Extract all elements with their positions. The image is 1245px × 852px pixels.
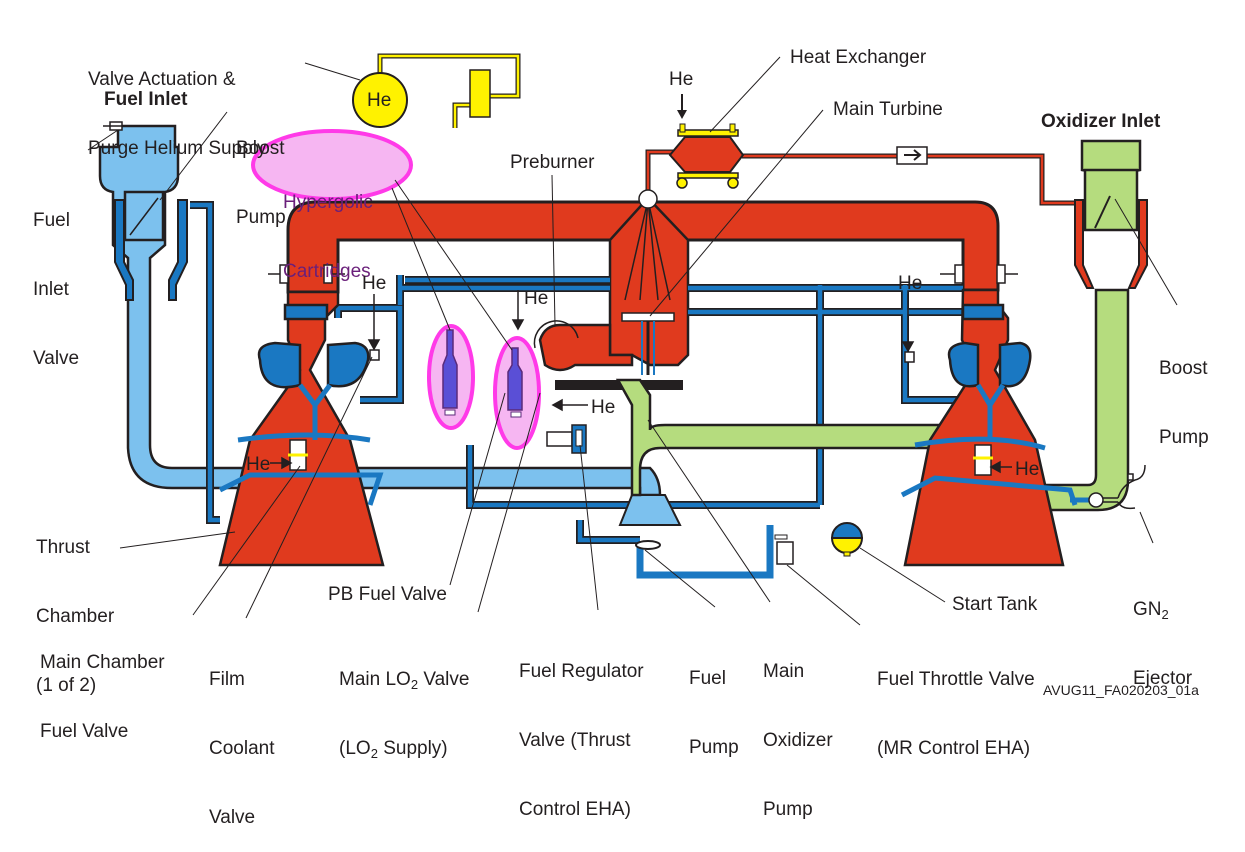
preburner-turbine bbox=[538, 196, 690, 375]
label-fuel-regulator-valve: Fuel Regulator Valve (Thrust Control EHA… bbox=[519, 614, 644, 844]
label-hypergolic-cartridges: Hypergolic Cartridges bbox=[283, 145, 373, 306]
label-line: Fuel bbox=[33, 210, 70, 231]
label-boost-pump-right: Boost Pump bbox=[1159, 311, 1209, 472]
start-tank bbox=[830, 522, 864, 557]
text: (LO bbox=[339, 738, 371, 759]
label-line: Valve bbox=[209, 807, 256, 828]
pump-shaft-bar bbox=[555, 380, 683, 390]
label-line: (LO2 Supply) bbox=[339, 737, 469, 760]
label-fuel-throttle-valve: Fuel Throttle Valve (MR Control EHA) bbox=[877, 622, 1035, 783]
label-line: Pump bbox=[689, 737, 739, 758]
thrust-chamber-left bbox=[218, 290, 385, 567]
label-line: Purge Helium Supply bbox=[88, 138, 267, 159]
label-main-turbine: Main Turbine bbox=[833, 99, 943, 120]
oxidizer-inlet-line bbox=[615, 139, 1142, 512]
label-line: Fuel Throttle Valve bbox=[877, 669, 1035, 690]
label-line: Control EHA) bbox=[519, 799, 631, 820]
fuel-throttle-valve bbox=[774, 534, 794, 565]
he-label-left-chamber: He bbox=[246, 454, 271, 475]
label-line: Fuel Valve bbox=[40, 721, 129, 742]
text: Main LO bbox=[339, 669, 411, 690]
label-line: Thrust bbox=[36, 537, 90, 558]
gn2-ejector bbox=[1070, 464, 1146, 510]
label-boost-pump-left: Boost Pump bbox=[236, 91, 286, 252]
label-line: Fuel bbox=[689, 668, 726, 689]
label-line: Coolant bbox=[209, 738, 275, 759]
text: GN bbox=[1133, 599, 1162, 620]
label-valve-actuation: Valve Actuation & Purge Helium Supply bbox=[88, 22, 266, 183]
fuel-regulator-valve bbox=[546, 424, 587, 454]
label-fuel-pump: Fuel Pump bbox=[689, 621, 739, 782]
label-fuel-inlet: Fuel Inlet bbox=[104, 89, 188, 110]
label-line: Pump bbox=[236, 207, 286, 228]
label-line: Main Chamber bbox=[40, 652, 165, 673]
label-line: Valve (Thrust bbox=[519, 730, 631, 751]
engine-schematic bbox=[87, 53, 1178, 626]
he-label-left-purge: He bbox=[362, 273, 387, 294]
he-arrows bbox=[270, 290, 1012, 474]
label-line: Ejector bbox=[1133, 668, 1193, 689]
label-main-chamber-fuel-valve: Main Chamber Fuel Valve bbox=[40, 605, 165, 766]
label-preburner: Preburner bbox=[510, 152, 595, 173]
he-label-lo2-valve: He bbox=[524, 288, 549, 309]
fuel-boost-pump-housing bbox=[114, 199, 188, 301]
label-oxidizer-inlet: Oxidizer Inlet bbox=[1041, 111, 1161, 132]
label-start-tank: Start Tank bbox=[952, 594, 1038, 615]
label-line: Boost bbox=[1159, 358, 1208, 379]
label-line: Pump bbox=[1159, 427, 1209, 448]
label-line: Oxidizer bbox=[763, 730, 833, 751]
he-label-right-chamber: He bbox=[1015, 459, 1040, 480]
label-line: (1 of 2) bbox=[36, 675, 97, 696]
label-heat-exchanger: Heat Exchanger bbox=[790, 47, 927, 68]
label-line: Main LO2 Valve bbox=[339, 668, 469, 691]
label-line: (MR Control EHA) bbox=[877, 738, 1031, 759]
leader-lines bbox=[87, 56, 1178, 626]
helium-supply-system bbox=[352, 53, 521, 128]
label-pb-fuel-valve: PB Fuel Valve bbox=[328, 584, 447, 605]
he-label-pump-seal: He bbox=[591, 397, 616, 418]
fuel-pump bbox=[618, 494, 774, 579]
manifold-valves bbox=[268, 264, 1018, 284]
label-film-coolant-valve: Film Coolant Valve bbox=[209, 622, 275, 852]
label-line: Hypergolic bbox=[283, 192, 373, 213]
label-line: Main bbox=[763, 661, 805, 682]
label-line: Film bbox=[209, 669, 245, 690]
text: Supply) bbox=[377, 738, 448, 759]
label-line: Chamber bbox=[36, 606, 115, 627]
figure-id: AVUG11_FA020203_01a bbox=[1043, 682, 1199, 698]
he-purge-valves bbox=[369, 349, 915, 363]
hypergolic-cartridges bbox=[251, 129, 541, 450]
label-line: Pump bbox=[763, 799, 813, 820]
subscript: 2 bbox=[1161, 607, 1169, 622]
he-label-right-purge: He bbox=[898, 273, 923, 294]
subscript: 2 bbox=[410, 677, 419, 692]
ox-boost-pump-housing bbox=[1074, 199, 1148, 289]
label-line: Boost bbox=[236, 138, 285, 159]
label-main-lo2-valve: Main LO2 Valve (LO2 Supply) bbox=[339, 622, 469, 783]
subscript: 2 bbox=[370, 746, 378, 761]
label-fuel-inlet-valve: Fuel Inlet Valve bbox=[33, 163, 79, 393]
thrust-chamber-right bbox=[900, 288, 1078, 567]
label-main-oxidizer-pump: Main Oxidizer Pump bbox=[763, 614, 833, 844]
label-line: Valve Actuation & bbox=[88, 69, 236, 90]
label-line: Inlet bbox=[33, 279, 69, 300]
text: Valve bbox=[418, 669, 470, 690]
heat-exchanger bbox=[668, 123, 745, 189]
hypergolic-label-bubble bbox=[251, 129, 413, 201]
he-tank-label: He bbox=[367, 90, 392, 111]
label-line: GN2 bbox=[1133, 598, 1192, 621]
label-gn2-ejector: GN2 Ejector bbox=[1133, 552, 1192, 713]
fuel-inlet-line bbox=[98, 124, 662, 497]
label-line: Valve bbox=[33, 348, 80, 369]
label-thrust-chamber: Thrust Chamber (1 of 2) bbox=[36, 490, 114, 720]
label-line: Fuel Regulator bbox=[519, 661, 644, 682]
label-line: Cartridges bbox=[283, 261, 371, 282]
he-label-heat-exchanger: He bbox=[669, 69, 694, 90]
